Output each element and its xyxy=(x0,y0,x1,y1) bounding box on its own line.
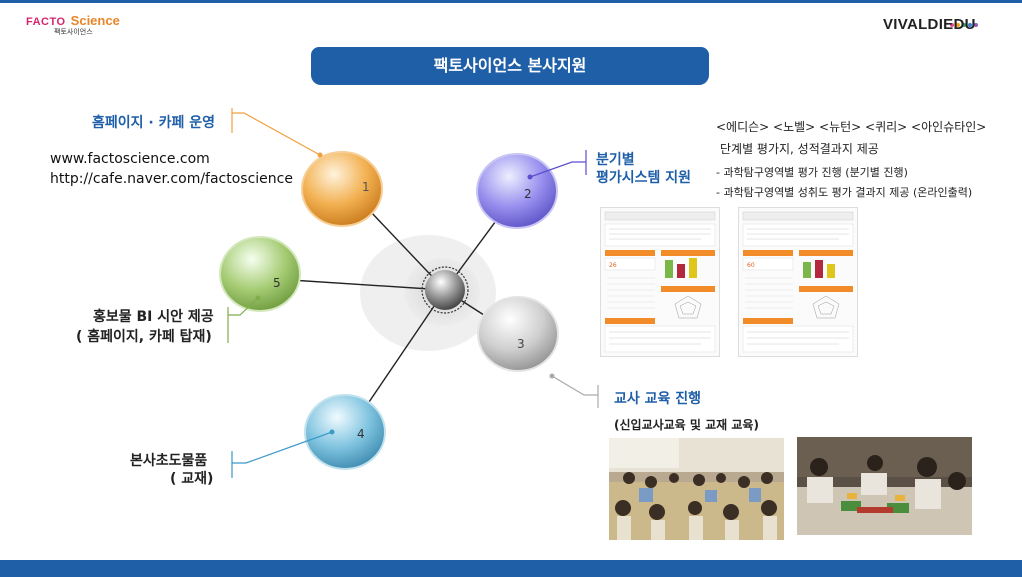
node-5-label: 5 xyxy=(273,276,281,290)
report-thumbnail-2: 60 xyxy=(738,207,858,357)
node-1: 1 xyxy=(301,151,383,227)
center-ring xyxy=(421,266,469,314)
callout-initial-supplies: 본사초도물품 xyxy=(130,453,208,469)
training-photo-1-graphic xyxy=(609,438,784,540)
page-title: 팩토사이언스 본사지원 xyxy=(311,47,709,85)
callout-dot-4 xyxy=(329,429,335,435)
callout-line-4 xyxy=(232,431,333,464)
logo-dot-3 xyxy=(962,23,966,27)
callout-quarterly: 분기별 xyxy=(596,152,635,168)
svg-text:60: 60 xyxy=(747,262,755,269)
callout-homepage-cafe: 홈페이지 · 카페 운영 xyxy=(92,115,215,131)
callout-dot-2 xyxy=(527,174,533,180)
vivaldiedu-logo: VIVALDIEDU xyxy=(883,16,976,33)
report-thumbnail-1-graphic: 26 xyxy=(604,211,716,353)
svg-text:26: 26 xyxy=(609,262,617,269)
node-5: 5 xyxy=(219,236,301,312)
factoscience-logo: FACTO Science 팩토사이언스 xyxy=(26,10,120,36)
report-thumbnail-1: 26 xyxy=(600,207,720,357)
logo-dot-4 xyxy=(968,23,972,27)
node-4: 4 xyxy=(304,394,386,470)
callout-dot-1 xyxy=(317,152,323,158)
node-2-label: 2 xyxy=(524,187,532,201)
eval-course-list: <에디슨> <노벨> <뉴턴> <퀴리> <아인슈타인> xyxy=(716,120,987,134)
report-thumbnail-2-graphic: 60 xyxy=(742,211,854,353)
callout-dot-5 xyxy=(255,295,261,301)
callout-dot-3 xyxy=(549,373,555,379)
callout-line-3 xyxy=(551,375,598,396)
node-4-label: 4 xyxy=(357,427,365,441)
top-rule xyxy=(0,0,1022,3)
node-3: 3 xyxy=(477,296,559,372)
callout-teacher-training-sub: (신입교사교육 및 교재 교육) xyxy=(614,418,759,432)
logo-dot-5 xyxy=(974,23,978,27)
training-photo-2-graphic xyxy=(797,437,972,535)
callout-line-5 xyxy=(228,297,259,316)
eval-description: 단계별 평가지, 성적결과지 제공 xyxy=(720,142,879,156)
logo-dot-1 xyxy=(950,23,954,27)
training-photo-1 xyxy=(609,438,784,540)
eval-bullet-1: - 과학탐구영역별 평가 진행 (분기별 진행) xyxy=(716,166,908,179)
center-node xyxy=(425,270,465,310)
callout-initial-supplies-sub: ( 교재) xyxy=(170,471,214,487)
logo-dot-2 xyxy=(956,23,960,27)
logo-sub-text: 팩토사이언스 xyxy=(54,28,93,36)
node-2: 2 xyxy=(476,153,558,229)
bottom-bar xyxy=(0,560,1022,577)
callout-line-2 xyxy=(529,161,586,178)
eval-bullet-2: - 과학탐구영역별 성취도 평가 결과지 제공 (온라인출력) xyxy=(716,186,973,199)
node-3-label: 3 xyxy=(517,337,525,351)
callout-teacher-training: 교사 교육 진행 xyxy=(614,391,702,407)
callout-promo-bi: 홍보물 BI 시안 제공 xyxy=(93,309,214,325)
website-url: www.factoscience.com xyxy=(50,151,210,167)
logo-facto-text: FACTO xyxy=(26,16,66,28)
callout-eval-system: 평가시스템 지원 xyxy=(596,170,692,186)
logo-science-text: Science xyxy=(70,13,120,28)
cafe-url: http://cafe.naver.com/factoscience xyxy=(50,171,293,187)
callout-line-1 xyxy=(232,112,321,156)
vivaldiedu-logo-dots xyxy=(950,12,980,31)
training-photo-2 xyxy=(797,437,972,535)
callout-promo-bi-sub: ( 홈페이지, 카페 탑재) xyxy=(76,329,212,345)
node-1-label: 1 xyxy=(362,180,370,194)
